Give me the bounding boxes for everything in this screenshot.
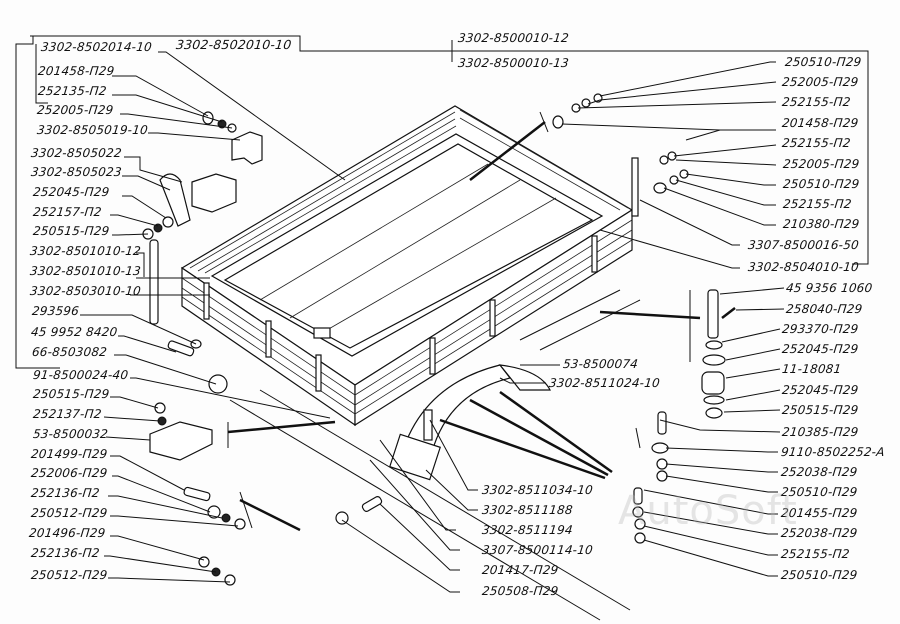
part-label: 3302-8505023 — [30, 165, 123, 179]
part-label: 91-8500024-40 — [32, 368, 129, 382]
part-label: 3302-8502014-10 — [40, 40, 153, 54]
part-label: 3302-8511024-10 — [548, 376, 661, 390]
part-label: 252136-П2 — [30, 546, 101, 560]
watermark: AutoSoft — [618, 488, 798, 534]
left-group-bracket — [15, 36, 60, 369]
part-label: 250512-П29 — [30, 568, 109, 582]
part-label: 53-8500074 — [562, 357, 639, 371]
part-label: 201496-П29 — [28, 526, 107, 540]
part-label: 53-8500032 — [32, 427, 109, 441]
part-label: 250512-П29 — [30, 506, 109, 520]
part-label: 3302-8505019-10 — [36, 123, 149, 137]
part-label: 252155-П2 — [782, 197, 853, 211]
part-label: 293596 — [31, 304, 80, 318]
part-label: 3302-8511194 — [481, 523, 574, 537]
part-label: 252155-П2 — [780, 547, 851, 561]
part-label: 3302-8511034-10 — [481, 483, 594, 497]
part-label: 201499-П29 — [30, 447, 109, 461]
part-label: 250510-П29 — [780, 568, 859, 582]
part-label: 250515-П29 — [781, 403, 860, 417]
part-label: 201458-П29 — [781, 116, 860, 130]
part-label: 258040-П29 — [785, 302, 864, 316]
part-label: 252038-П29 — [780, 465, 859, 479]
part-label: 252045-П29 — [781, 383, 860, 397]
part-label: 250510-П29 — [782, 177, 861, 191]
cargo-bed — [180, 105, 641, 621]
part-label: 3302-8501010-12 — [29, 244, 142, 258]
part-label: 9110-8502252-А — [780, 445, 886, 459]
part-label: 3302-8501010-13 — [29, 264, 142, 278]
part-label: 210380-П29 — [782, 217, 861, 231]
left-inner-bracket — [35, 44, 48, 104]
part-label: 252005-П29 — [781, 75, 860, 89]
part-label: 201458-П29 — [37, 64, 116, 78]
part-label: 45 9356 1060 — [785, 281, 874, 295]
part-label: 11-18081 — [781, 362, 843, 376]
part-label: 3302-8511188 — [481, 503, 574, 517]
part-label: 252155-П2 — [781, 136, 852, 150]
part-label: 252045-П29 — [32, 185, 111, 199]
part-label: 3302-8503010-10 — [29, 284, 142, 298]
part-label: 252005-П29 — [782, 157, 861, 171]
part-label: 3307-8500114-10 — [481, 543, 594, 557]
label-platform-a: 3302-8500010-12 — [457, 31, 570, 45]
part-label: 3302-8504010-10 — [747, 260, 860, 274]
part-label: 252155-П2 — [781, 95, 852, 109]
part-label: 252135-П2 — [37, 84, 108, 98]
part-label: 252045-П29 — [781, 342, 860, 356]
part-label: 250510-П29 — [784, 55, 863, 69]
part-label: 250515-П29 — [32, 224, 111, 238]
part-label: 201417-П29 — [481, 563, 560, 577]
part-label: 3302-8505022 — [30, 146, 123, 160]
label-main-frame: 3302-8502010-10 — [175, 37, 293, 52]
right-hardware — [335, 93, 736, 544]
part-label: 250508-П29 — [481, 584, 560, 598]
part-label: 252005-П29 — [36, 103, 115, 117]
part-label: 210385-П29 — [781, 425, 860, 439]
part-label: 252157-П2 — [32, 205, 103, 219]
top-frame-line — [30, 35, 869, 265]
part-label: 293370-П29 — [781, 322, 860, 336]
label-platform-b: 3302-8500010-13 — [457, 56, 570, 70]
part-label: 252137-П2 — [32, 407, 103, 421]
part-label: 3307-8500016-50 — [747, 238, 860, 252]
part-label: 252006-П29 — [30, 466, 109, 480]
part-label: 252136-П2 — [30, 486, 101, 500]
part-label: 45 9952 8420 — [30, 325, 119, 339]
part-label: 250515-П29 — [32, 387, 111, 401]
part-label: 66-8503082 — [31, 345, 108, 359]
